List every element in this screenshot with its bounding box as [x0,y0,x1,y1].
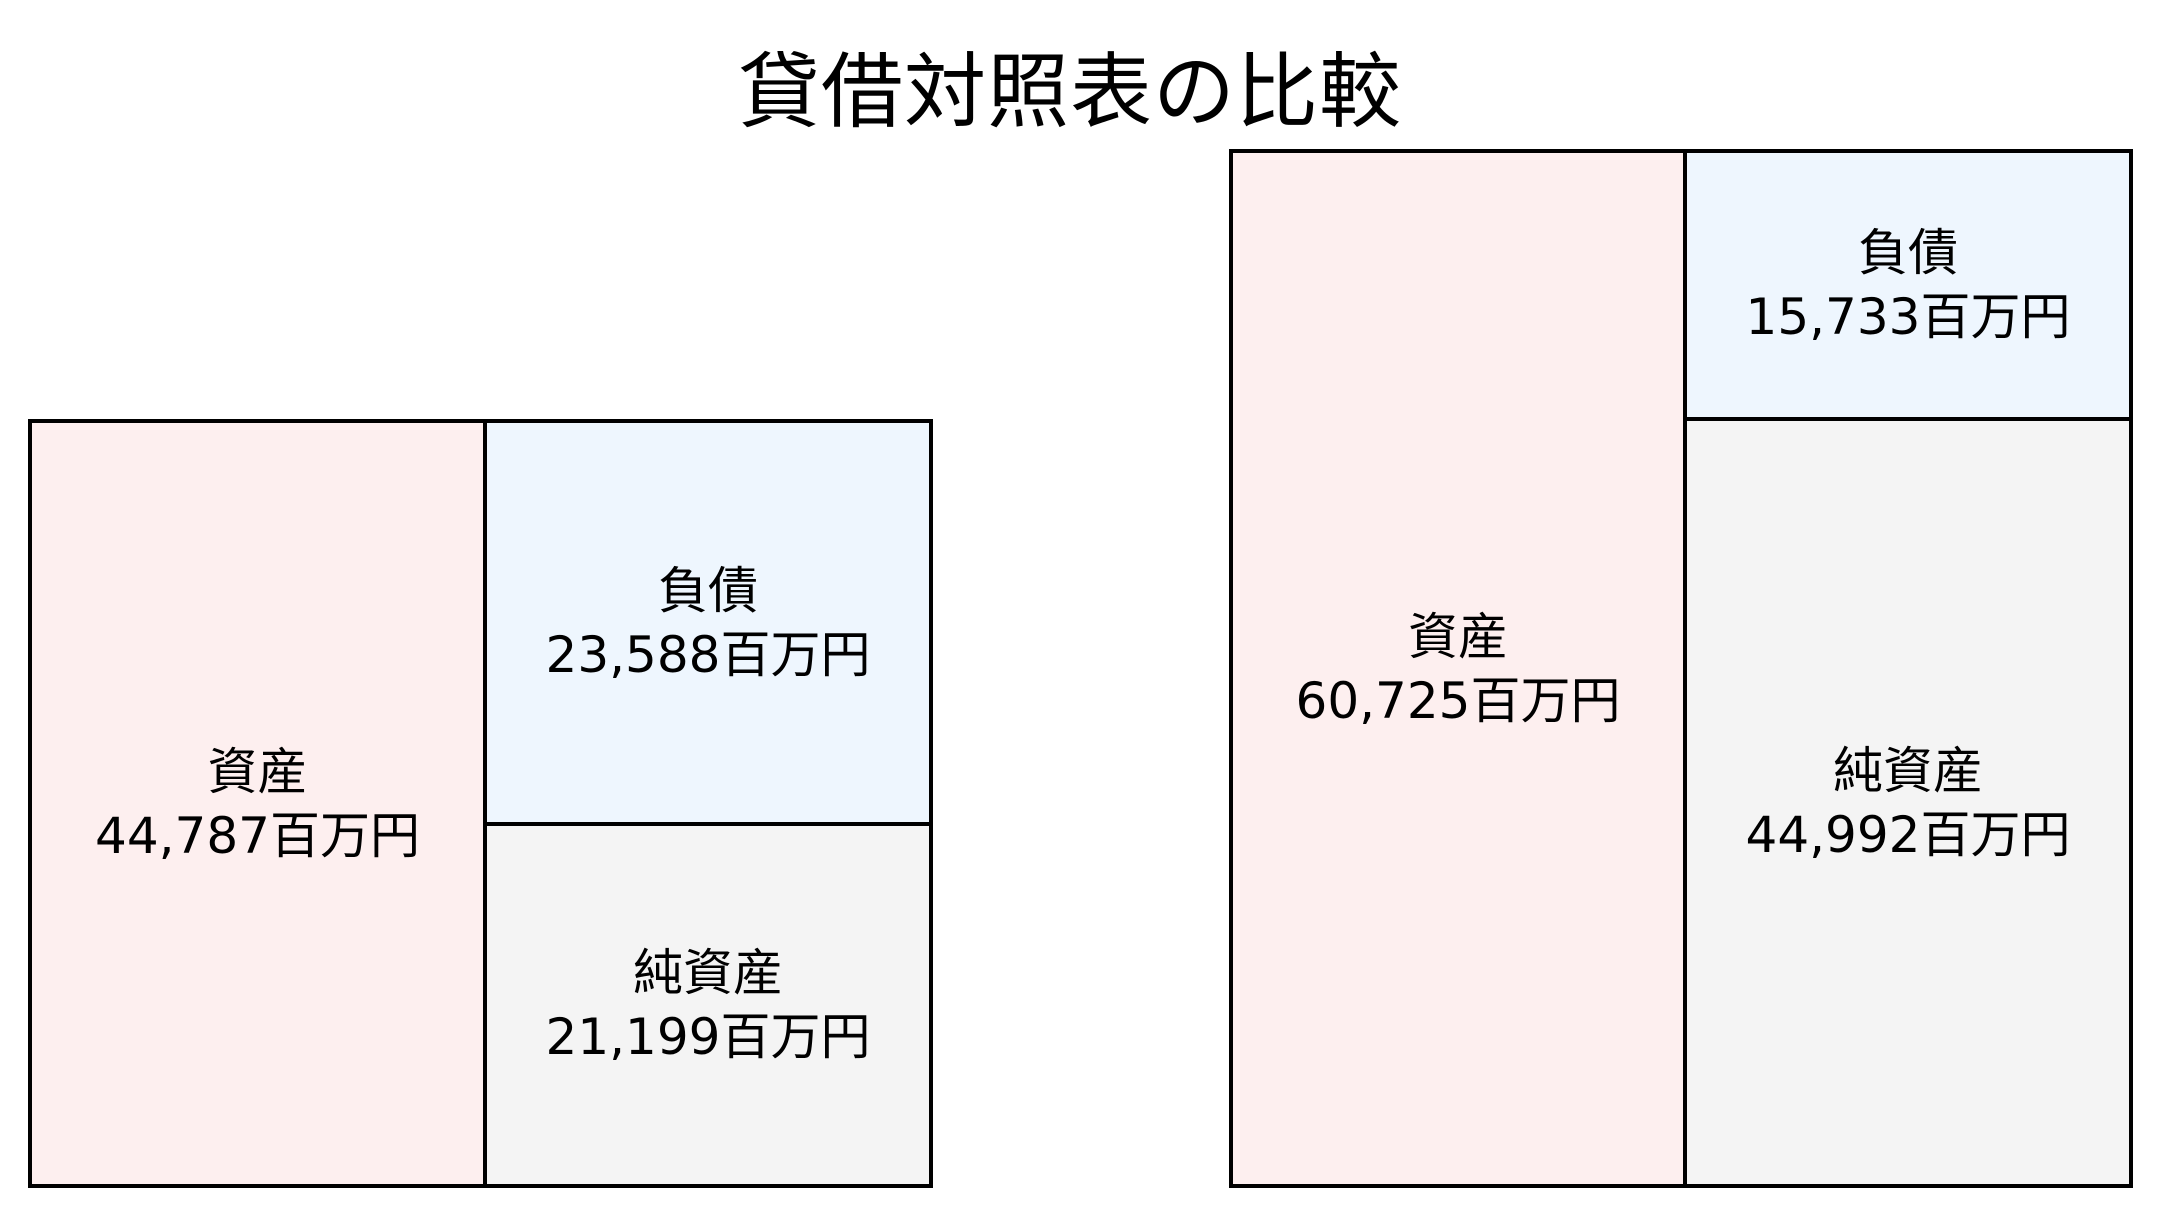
balance-sheet-left: 資産 44,787百万円 負債 23,588百万円 純資産 21,199百万円 [28,419,933,1188]
net-assets-block-right: 純資産 44,992百万円 [1687,421,2129,1184]
assets-block-left: 資産 44,787百万円 [32,423,487,1184]
liabilities-block-right: 負債 15,733百万円 [1687,153,2129,421]
liabilities-value-left: 23,588百万円 [545,625,871,684]
net-assets-label-right: 純資産 [1833,741,1983,800]
net-assets-label-left: 純資産 [633,944,783,1002]
balance-sheet-right: 資産 60,725百万円 負債 15,733百万円 純資産 44,992百万円 [1229,149,2133,1188]
chart-title: 貸借対照表の比較 [737,45,1402,140]
liabilities-block-left: 負債 23,588百万円 [487,423,929,826]
liabilities-label-left: 負債 [658,561,758,620]
assets-label-left: 資産 [207,742,308,801]
net-assets-value-left: 21,199百万円 [545,1008,871,1066]
assets-value-right: 60,725百万円 [1295,671,1621,730]
net-assets-value-right: 44,992百万円 [1745,805,2071,864]
liabilities-label-right: 負債 [1858,224,1958,282]
assets-value-left: 44,787百万円 [95,806,420,865]
net-assets-block-left: 純資産 21,199百万円 [487,826,929,1184]
assets-label-right: 資産 [1408,607,1508,666]
liabilities-value-right: 15,733百万円 [1745,288,2071,346]
assets-block-right: 資産 60,725百万円 [1233,153,1687,1184]
